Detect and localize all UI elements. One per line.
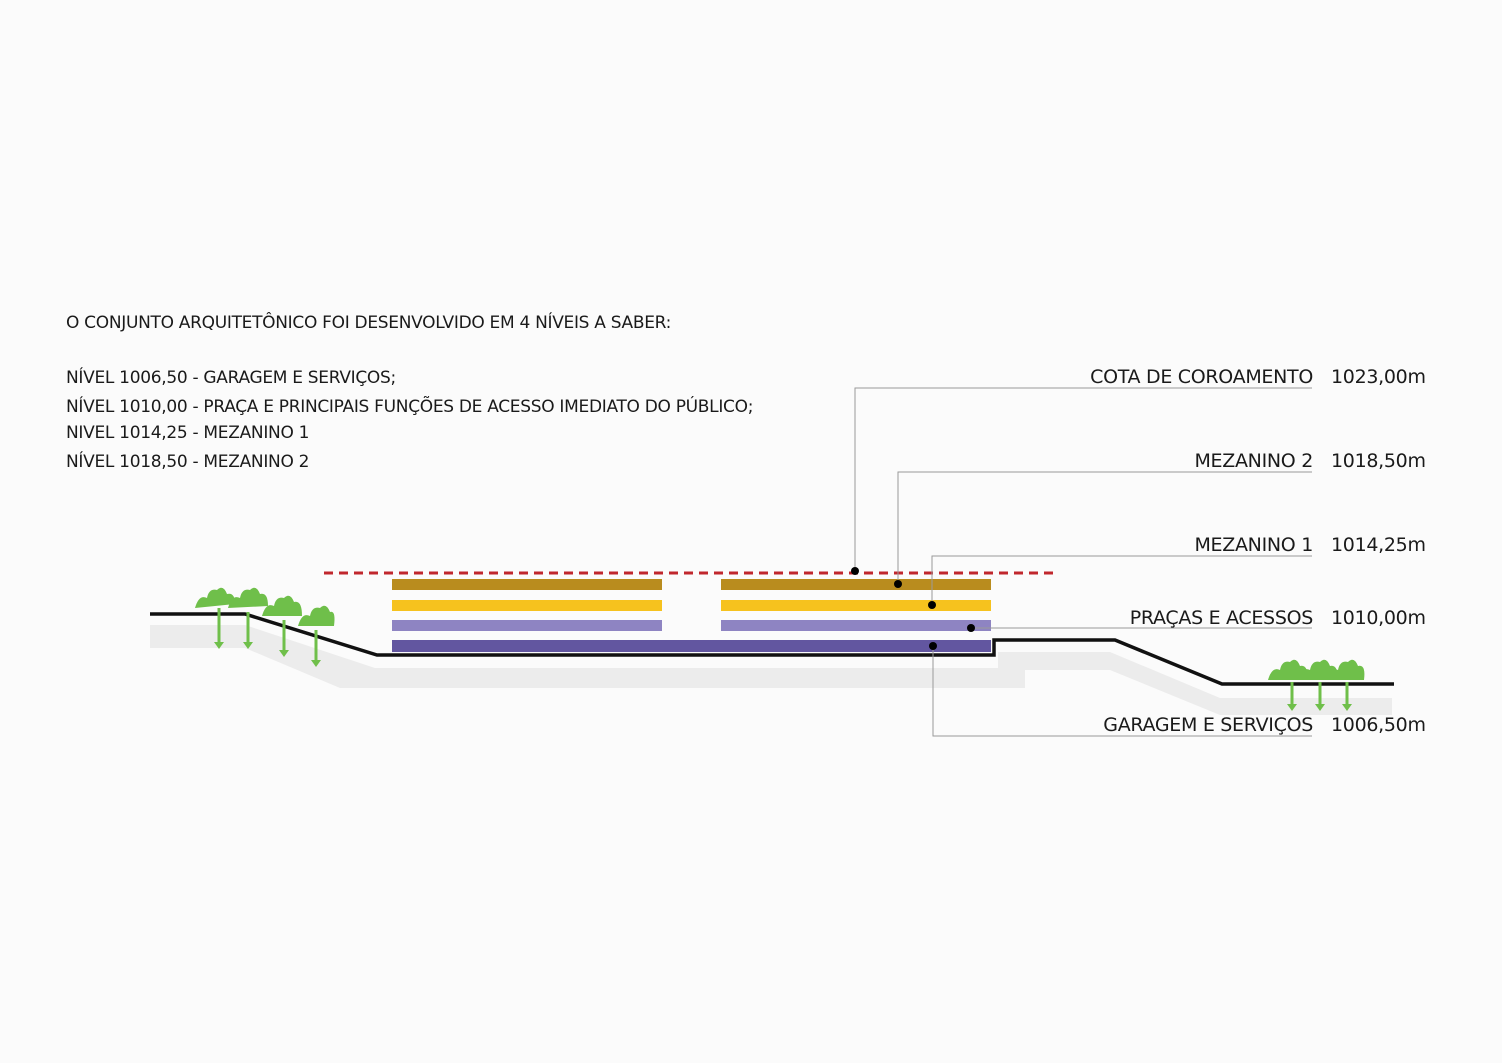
tree-icon xyxy=(195,587,235,649)
tree-icon xyxy=(298,605,335,667)
annotation-label-mezanino-1: MEZANINO 1 xyxy=(1194,534,1313,556)
leader-dot-garagem xyxy=(929,642,937,650)
level-text-garagem: NÍVEL 1006,50 - GARAGEM E SERVIÇOS; xyxy=(66,368,396,388)
tree-icon xyxy=(228,587,268,649)
annotation-label-mezanino-2: MEZANINO 2 xyxy=(1194,450,1313,472)
tree-icon xyxy=(1268,659,1308,711)
slab-mezanino-1-left xyxy=(392,600,662,611)
annotation-label-coroamento: COTA DE COROAMENTO xyxy=(1090,366,1313,388)
slab-pracas-right xyxy=(721,620,991,631)
level-text-mezanino-1: NIVEL 1014,25 - MEZANINO 1 xyxy=(66,423,310,443)
tree-group-left xyxy=(195,587,335,667)
annotation-value-mezanino-2: 1018,50m xyxy=(1331,450,1426,472)
leader-garagem xyxy=(932,646,1312,737)
leader-dot-pracas xyxy=(967,624,975,632)
intro-heading: O CONJUNTO ARQUITETÔNICO FOI DESENVOLVID… xyxy=(66,313,672,333)
slab-garagem xyxy=(392,640,991,652)
tree-group-right xyxy=(1268,659,1365,711)
leader-mezanino-1 xyxy=(931,555,1312,605)
annotation-value-garagem: 1006,50m xyxy=(1331,714,1426,736)
leader-mezanino-2 xyxy=(897,471,1312,584)
annotation-value-coroamento: 1023,00m xyxy=(1331,366,1426,388)
annotation-label-garagem: GARAGEM E SERVIÇOS xyxy=(1103,714,1313,736)
ground-shadow-left xyxy=(150,625,1025,688)
slab-mezanino-2-right xyxy=(721,579,991,590)
leader-dot-mezanino-2 xyxy=(894,580,902,588)
tree-icon xyxy=(1326,659,1365,711)
leader-dot-coroamento xyxy=(851,567,859,575)
tree-icon xyxy=(262,595,302,657)
slab-mezanino-2-left xyxy=(392,579,662,590)
annotation-value-pracas: 1010,00m xyxy=(1331,607,1426,629)
ground-profile xyxy=(150,612,1394,686)
leader-dot-mezanino-1 xyxy=(928,601,936,609)
level-text-mezanino-2: NÍVEL 1018,50 - MEZANINO 2 xyxy=(66,452,310,472)
slab-mezanino-1-right xyxy=(721,600,991,611)
annotation-label-pracas: PRAÇAS E ACESSOS xyxy=(1129,607,1314,629)
level-text-praca: NÍVEL 1010,00 - PRAÇA E PRINCIPAIS FUNÇÕ… xyxy=(66,397,754,417)
annotation-value-mezanino-1: 1014,25m xyxy=(1331,534,1426,556)
slab-pracas-left xyxy=(392,620,662,631)
leader-coroamento xyxy=(854,387,1312,571)
